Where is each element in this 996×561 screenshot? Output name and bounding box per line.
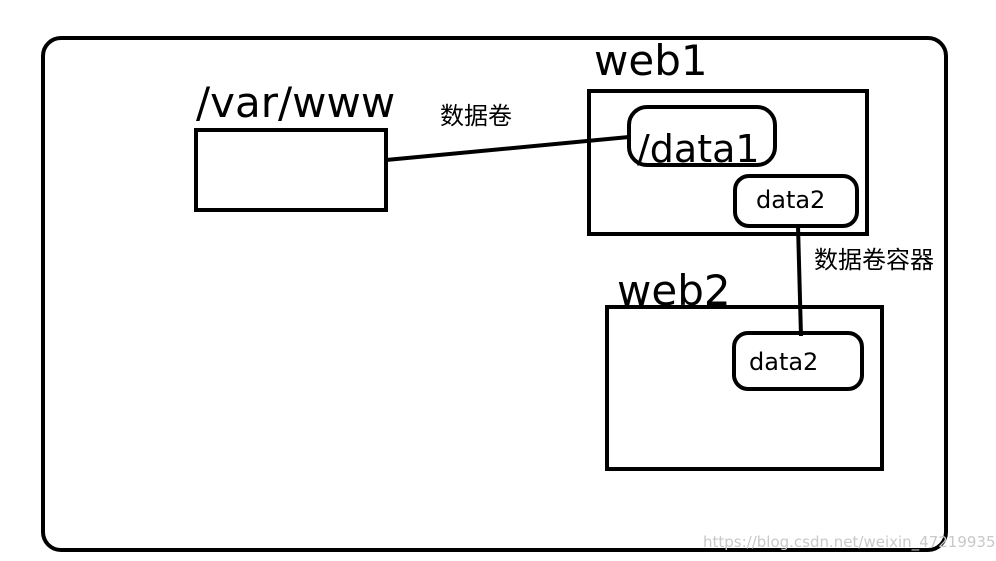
web1-label: web1: [594, 36, 708, 85]
web2-data2-pill: [732, 331, 864, 391]
volume-container-connector: [796, 225, 803, 337]
web2-label: web2: [617, 266, 731, 315]
volume-container-label: 数据卷容器: [814, 246, 934, 274]
host-frame: [41, 36, 948, 552]
watermark: https://blog.csdn.net/weixin_47219935: [703, 533, 996, 551]
web2-box: [605, 305, 884, 471]
host-path-box: [194, 128, 388, 212]
data1-mount-pill: [627, 105, 777, 167]
volume-label: 数据卷: [440, 102, 512, 130]
web1-box: [587, 89, 869, 236]
host-path-label: /var/www: [196, 78, 396, 127]
web2-data2-label: data2: [749, 348, 819, 376]
web1-data2-label: data2: [756, 186, 826, 214]
web1-data2-pill: [733, 174, 859, 228]
data1-mount-label: /data1: [637, 127, 760, 171]
volume-connector: [385, 135, 630, 162]
